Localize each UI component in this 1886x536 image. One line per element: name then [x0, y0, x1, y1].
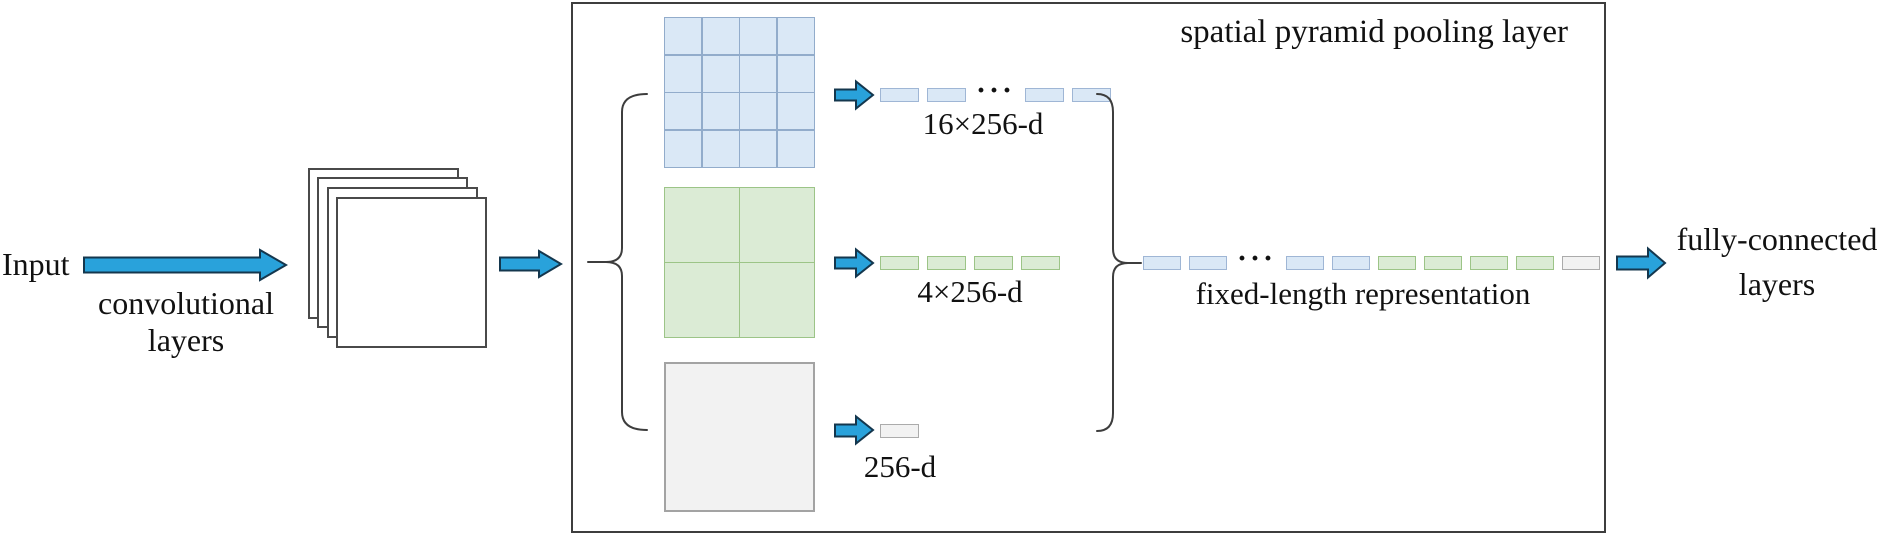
pool-cell	[665, 130, 702, 167]
pool-cell	[740, 130, 777, 167]
feature-bars-1	[880, 424, 919, 438]
pooling-grid-4x4	[664, 17, 815, 168]
blue-feature-bar	[1189, 256, 1227, 270]
arrow-input-to-conv	[83, 248, 289, 282]
fixed-length-label: fixed-length representation	[1195, 276, 1531, 311]
pool-cell	[740, 188, 814, 262]
blue-feature-bar	[1286, 256, 1325, 270]
feature-map-sheet	[336, 197, 487, 348]
label-256d: 256-d	[863, 449, 937, 484]
blue-feature-bar	[1332, 256, 1371, 270]
pool-cell	[702, 130, 739, 167]
gray-feature-bar	[1562, 256, 1601, 270]
pool-cell	[777, 18, 814, 55]
fc-layers-label-line1: fully-connected	[1676, 221, 1878, 257]
green-feature-bar	[880, 256, 919, 270]
pool-cell	[665, 18, 702, 55]
pool-cell	[740, 18, 777, 55]
green-feature-bar	[927, 256, 966, 270]
ellipsis-dots: ···	[976, 74, 1016, 107]
green-feature-bar	[974, 256, 1013, 270]
blue-feature-bar	[1025, 88, 1065, 102]
gray-feature-bar	[880, 424, 919, 438]
blue-feature-bar	[880, 88, 919, 102]
pool-cell	[740, 55, 777, 92]
fixed-length-bars: ···	[1143, 242, 1601, 275]
pool-cell	[777, 130, 814, 167]
pooling-grid-2x2	[664, 187, 815, 338]
green-feature-bar	[1021, 256, 1060, 270]
pool-cell	[777, 93, 814, 130]
green-feature-bar	[1424, 256, 1463, 270]
spp-box-title: spatial pyramid pooling layer	[1180, 14, 1568, 50]
blue-feature-bar	[1072, 88, 1112, 102]
pool-cell	[666, 364, 813, 510]
pooling-grid-1x1	[664, 362, 815, 512]
pool-cell	[777, 55, 814, 92]
spp-layer-box	[571, 2, 1606, 533]
pool-cell	[702, 93, 739, 130]
blue-feature-bar	[1143, 256, 1181, 270]
pool-cell	[740, 263, 814, 337]
green-feature-bar	[1470, 256, 1509, 270]
feature-bars-16: ···	[880, 74, 1112, 107]
pool-cell	[702, 18, 739, 55]
blue-feature-bar	[927, 88, 966, 102]
fc-layers-label: fully-connected layers	[1668, 217, 1886, 307]
pool-cell	[740, 93, 777, 130]
conv-layers-label: convolutional layers	[76, 285, 296, 359]
pool-cell	[665, 188, 739, 262]
label-16x256d: 16×256-d	[922, 106, 1044, 141]
arrow-spp-to-fc	[1616, 246, 1667, 280]
pool-cell	[665, 93, 702, 130]
fc-layers-label-line2: layers	[1738, 266, 1816, 302]
green-feature-bar	[1516, 256, 1555, 270]
conv-layers-label-line1: convolutional	[98, 285, 274, 321]
conv-layers-label-line2: layers	[147, 322, 225, 358]
pool-cell	[665, 55, 702, 92]
label-4x256d: 4×256-d	[917, 274, 1023, 309]
input-label: Input	[2, 246, 70, 282]
ellipsis-dots: ···	[1237, 242, 1277, 275]
arrow-conv-to-spp	[499, 249, 563, 279]
green-feature-bar	[1378, 256, 1417, 270]
feature-bars-4	[880, 256, 1060, 270]
pool-cell	[702, 55, 739, 92]
pool-cell	[665, 263, 739, 337]
